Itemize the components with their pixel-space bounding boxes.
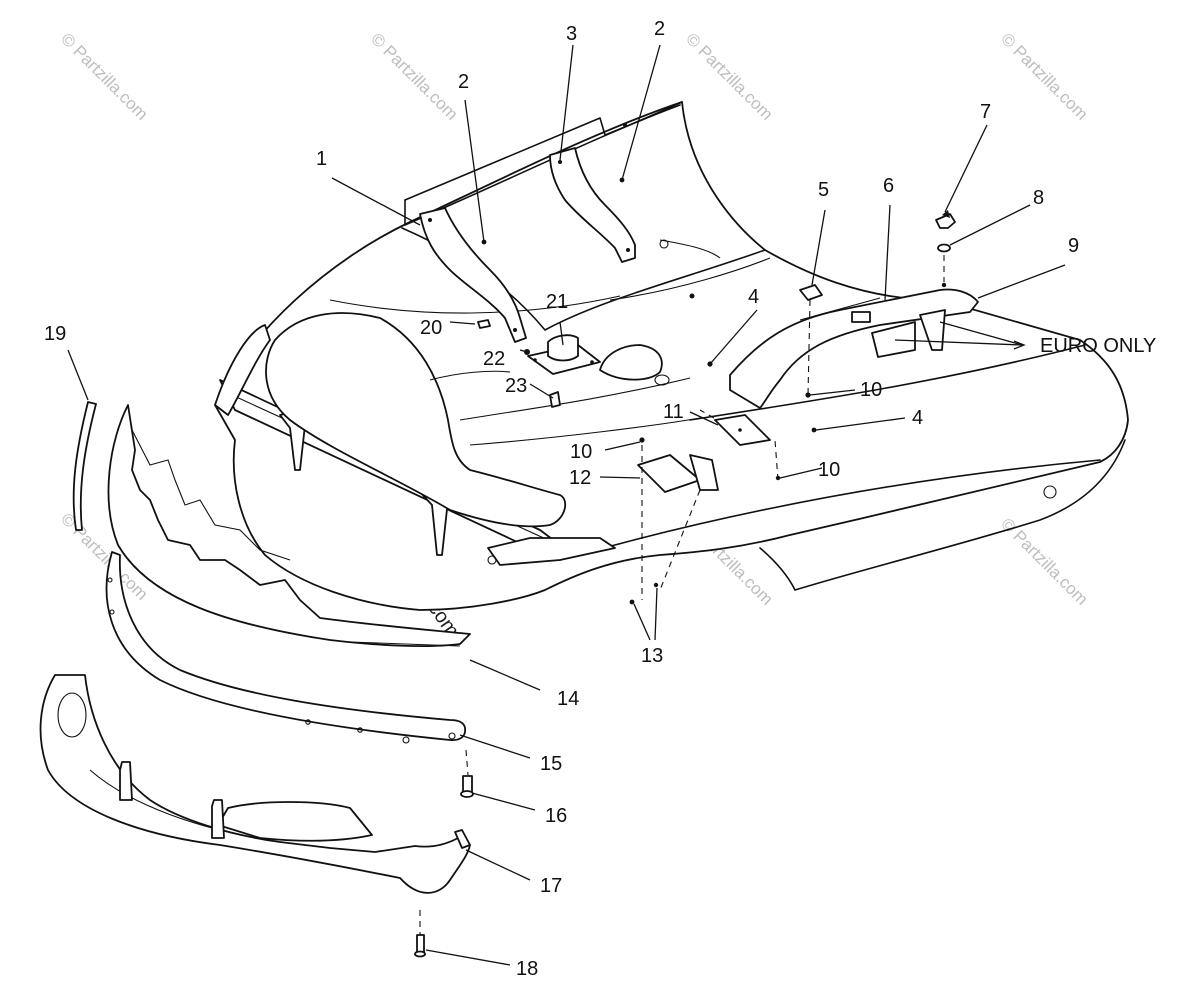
callout-14: 14 (557, 688, 579, 710)
callout-4-lower: 4 (912, 407, 923, 429)
callout-23: 23 (505, 375, 527, 397)
part-8-washer (937, 243, 951, 253)
watermark: © Partzilla.com (367, 29, 461, 123)
part-2-bracket-right (549, 147, 636, 263)
callout-11: 11 (663, 401, 684, 423)
part-15-trim-strip (105, 551, 467, 744)
part-16-screw (460, 775, 474, 798)
callout-10-lower: 10 (818, 459, 840, 481)
callout-22: 22 (483, 348, 505, 370)
callout-13: 13 (641, 645, 663, 667)
part-11-bracket (714, 414, 771, 446)
callout-12: 12 (569, 467, 591, 489)
callout-1: 1 (316, 148, 327, 170)
part-19-trim (72, 401, 97, 531)
euro-only-note: EURO ONLY (1040, 335, 1156, 357)
callout-17: 17 (540, 875, 562, 897)
callout-2-right: 2 (654, 18, 665, 40)
callout-20: 20 (420, 317, 442, 339)
callout-labels: 1 2 2 3 4 4 5 6 7 8 9 10 10 10 11 12 13 … (44, 18, 1156, 980)
watermark: © Partzilla.com (57, 29, 151, 123)
callout-15: 15 (540, 753, 562, 775)
callout-4-top: 4 (748, 286, 759, 308)
callout-10-left: 10 (570, 441, 592, 463)
alignment-lines (419, 255, 945, 940)
callout-6: 6 (883, 175, 894, 197)
part-2-bracket-left (419, 207, 527, 343)
callout-2-left: 2 (458, 71, 469, 93)
part-14-bumper-pad (107, 404, 471, 647)
callout-5: 5 (818, 179, 829, 201)
watermark: © Partzilla.com (682, 29, 776, 123)
callout-3: 3 (566, 23, 577, 45)
part-5-clip (799, 284, 823, 301)
callout-7: 7 (980, 101, 991, 123)
callout-19: 19 (44, 323, 66, 345)
callout-9: 9 (1068, 235, 1079, 257)
callout-21: 21 (546, 291, 568, 313)
part-7-knob (935, 210, 956, 229)
part-9-support (729, 288, 979, 409)
part-21-pad (527, 334, 601, 375)
hood-body (214, 101, 1129, 611)
part-18-bolt (414, 934, 426, 958)
part-12-bracket (637, 454, 719, 493)
part-17-nose-pan (39, 674, 471, 894)
leader-lines (67, 44, 1066, 966)
callout-8: 8 (1033, 187, 1044, 209)
euro-only-leaders (894, 321, 1026, 350)
callout-18: 18 (516, 958, 538, 980)
watermark: © Partzilla.com (997, 29, 1091, 123)
callout-16: 16 (545, 805, 567, 827)
callout-10-right: 10 (860, 379, 882, 401)
